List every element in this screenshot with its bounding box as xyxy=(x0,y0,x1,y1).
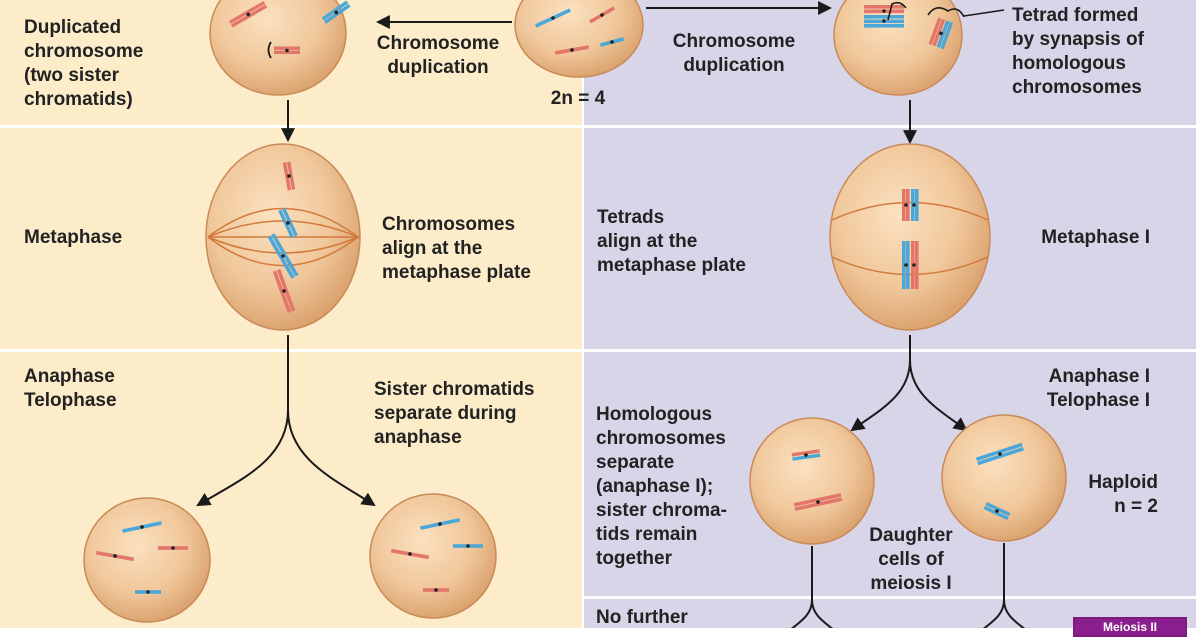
mitosis-daughter-cell-right xyxy=(369,493,497,619)
mitosis-metaphase-cell xyxy=(205,143,361,331)
meiosis-tetrad-cell xyxy=(833,0,1005,96)
duplicated-chromosome-label: Duplicated chromosome (two sister chroma… xyxy=(24,17,144,110)
haploid-label: Haploid n = 2 xyxy=(1088,472,1158,517)
no-further-label: No further xyxy=(596,607,688,628)
daughter-cells-label: Daughter cells of meiosis I xyxy=(869,525,953,594)
meiosis-two-badge: Meiosis II xyxy=(1073,617,1187,637)
row-divider xyxy=(0,349,1196,352)
mitosis-split-arrow-right xyxy=(287,409,376,507)
homologous-separate-label: Homologous chromosomes separate (anaphas… xyxy=(596,404,727,569)
anaphase-one-label: Anaphase I Telophase I xyxy=(1046,366,1150,411)
meiosis-daughter-cell-right xyxy=(941,414,1067,542)
row-divider xyxy=(584,596,1196,599)
mitosis-duplicated-cell xyxy=(209,0,351,96)
mitosis-daughter-cell-left xyxy=(83,497,211,623)
meiosis2-arrow-left-b xyxy=(811,599,834,628)
mitosis-duplication-label: Chromosome duplication xyxy=(376,33,500,78)
row-divider xyxy=(0,125,1196,128)
metaphase-one-label: Metaphase I xyxy=(1041,227,1150,248)
meiosis-metaphase-cell xyxy=(829,143,991,331)
meiosis2-arrow-right-b xyxy=(1003,599,1026,628)
meiosis-duplication-label: Chromosome duplication xyxy=(672,31,796,76)
ploidy-label: 2n = 4 xyxy=(550,88,606,109)
panel-divider xyxy=(582,0,584,628)
anaphase-telophase-label: Anaphase Telophase xyxy=(24,366,117,411)
meiosis-split-arrow-right xyxy=(909,359,968,432)
tetrads-align-label: Tetrads align at the metaphase plate xyxy=(597,207,746,276)
metaphase-label: Metaphase xyxy=(24,227,123,248)
meiosis-daughter-cell-left xyxy=(749,417,875,545)
sister-chromatids-label: Sister chromatids separate during anapha… xyxy=(374,379,535,448)
parent-cell xyxy=(514,0,644,78)
tetrad-label: Tetrad formed by synapsis of homologous … xyxy=(1012,5,1144,98)
mitosis-metaphase-desc: Chromosomes align at the metaphase plate xyxy=(382,214,531,283)
